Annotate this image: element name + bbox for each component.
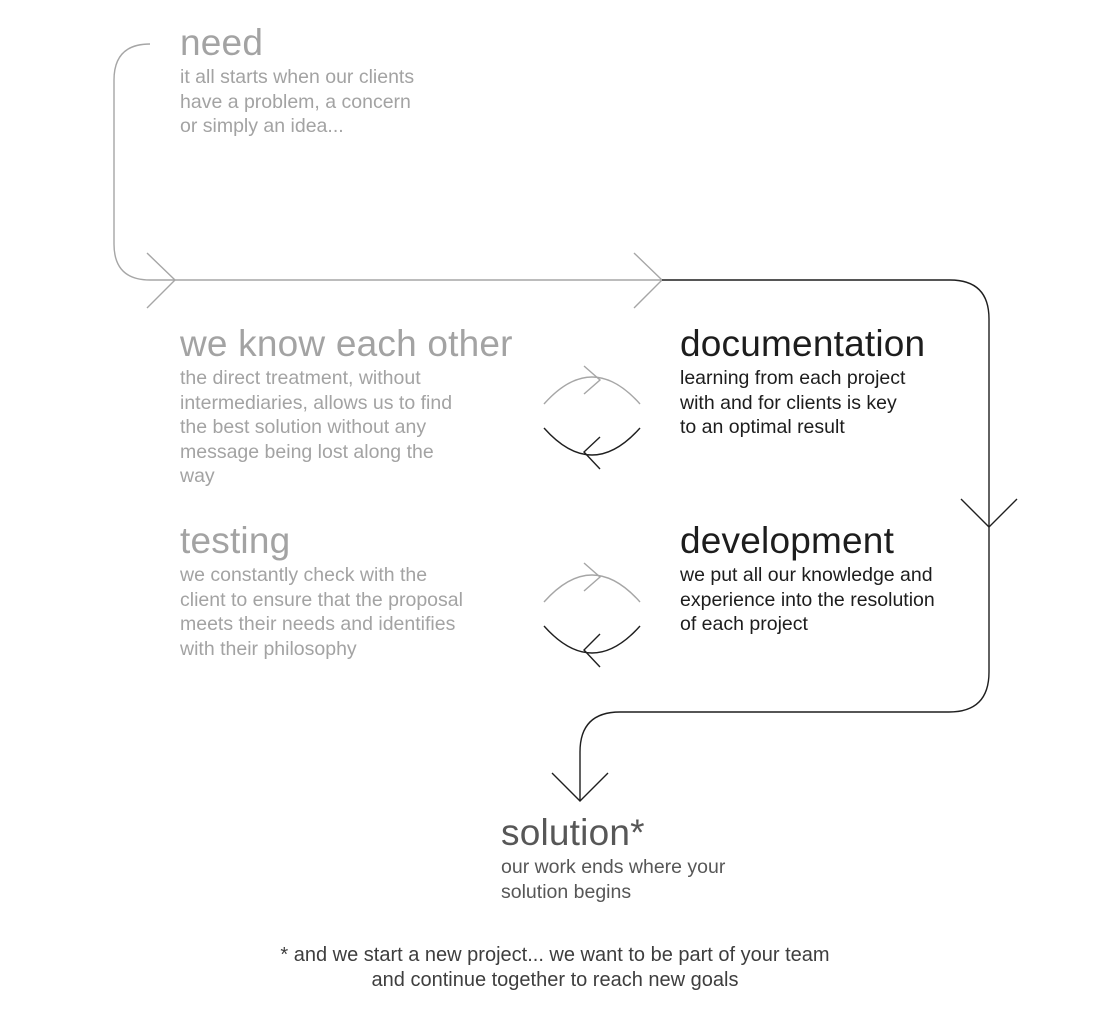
flow-line-process (579, 279, 990, 800)
step-testing-description: we constantly check with the client to e… (180, 564, 463, 660)
step-know-each-other: we know each other the direct treatment,… (180, 324, 513, 489)
step-development-title: development (680, 520, 895, 561)
chevron-down-icon (960, 498, 1018, 528)
step-development: development we put all our knowledge and… (680, 521, 935, 637)
step-solution: solution* our work ends where your solut… (501, 813, 725, 904)
footnote: * and we start a new project... we want … (280, 944, 830, 991)
step-development-description: we put all our knowledge and experience … (680, 564, 935, 636)
step-documentation-title: documentation (680, 323, 926, 364)
step-documentation: documentation learning from each project… (680, 324, 925, 440)
chevron-down-icon (551, 772, 609, 802)
step-testing-title: testing (180, 520, 291, 561)
step-know-description: the direct treatment, without intermedia… (180, 367, 453, 488)
cycle-arrows-icon (543, 562, 641, 668)
cycle-arrows-icon (543, 365, 641, 470)
flow-line-need (113, 43, 662, 281)
step-testing: testing we constantly check with the cli… (180, 521, 463, 661)
step-need: need it all starts when our clients have… (180, 23, 414, 139)
step-know-title: we know each other (180, 323, 513, 364)
step-solution-description: our work ends where your solution begins (501, 856, 726, 903)
chevron-right-icon (146, 252, 176, 309)
step-need-title: need (180, 22, 264, 63)
step-documentation-description: learning from each project with and for … (680, 367, 906, 439)
step-solution-title: solution* (501, 812, 645, 853)
step-need-description: it all starts when our clients have a pr… (180, 66, 415, 138)
